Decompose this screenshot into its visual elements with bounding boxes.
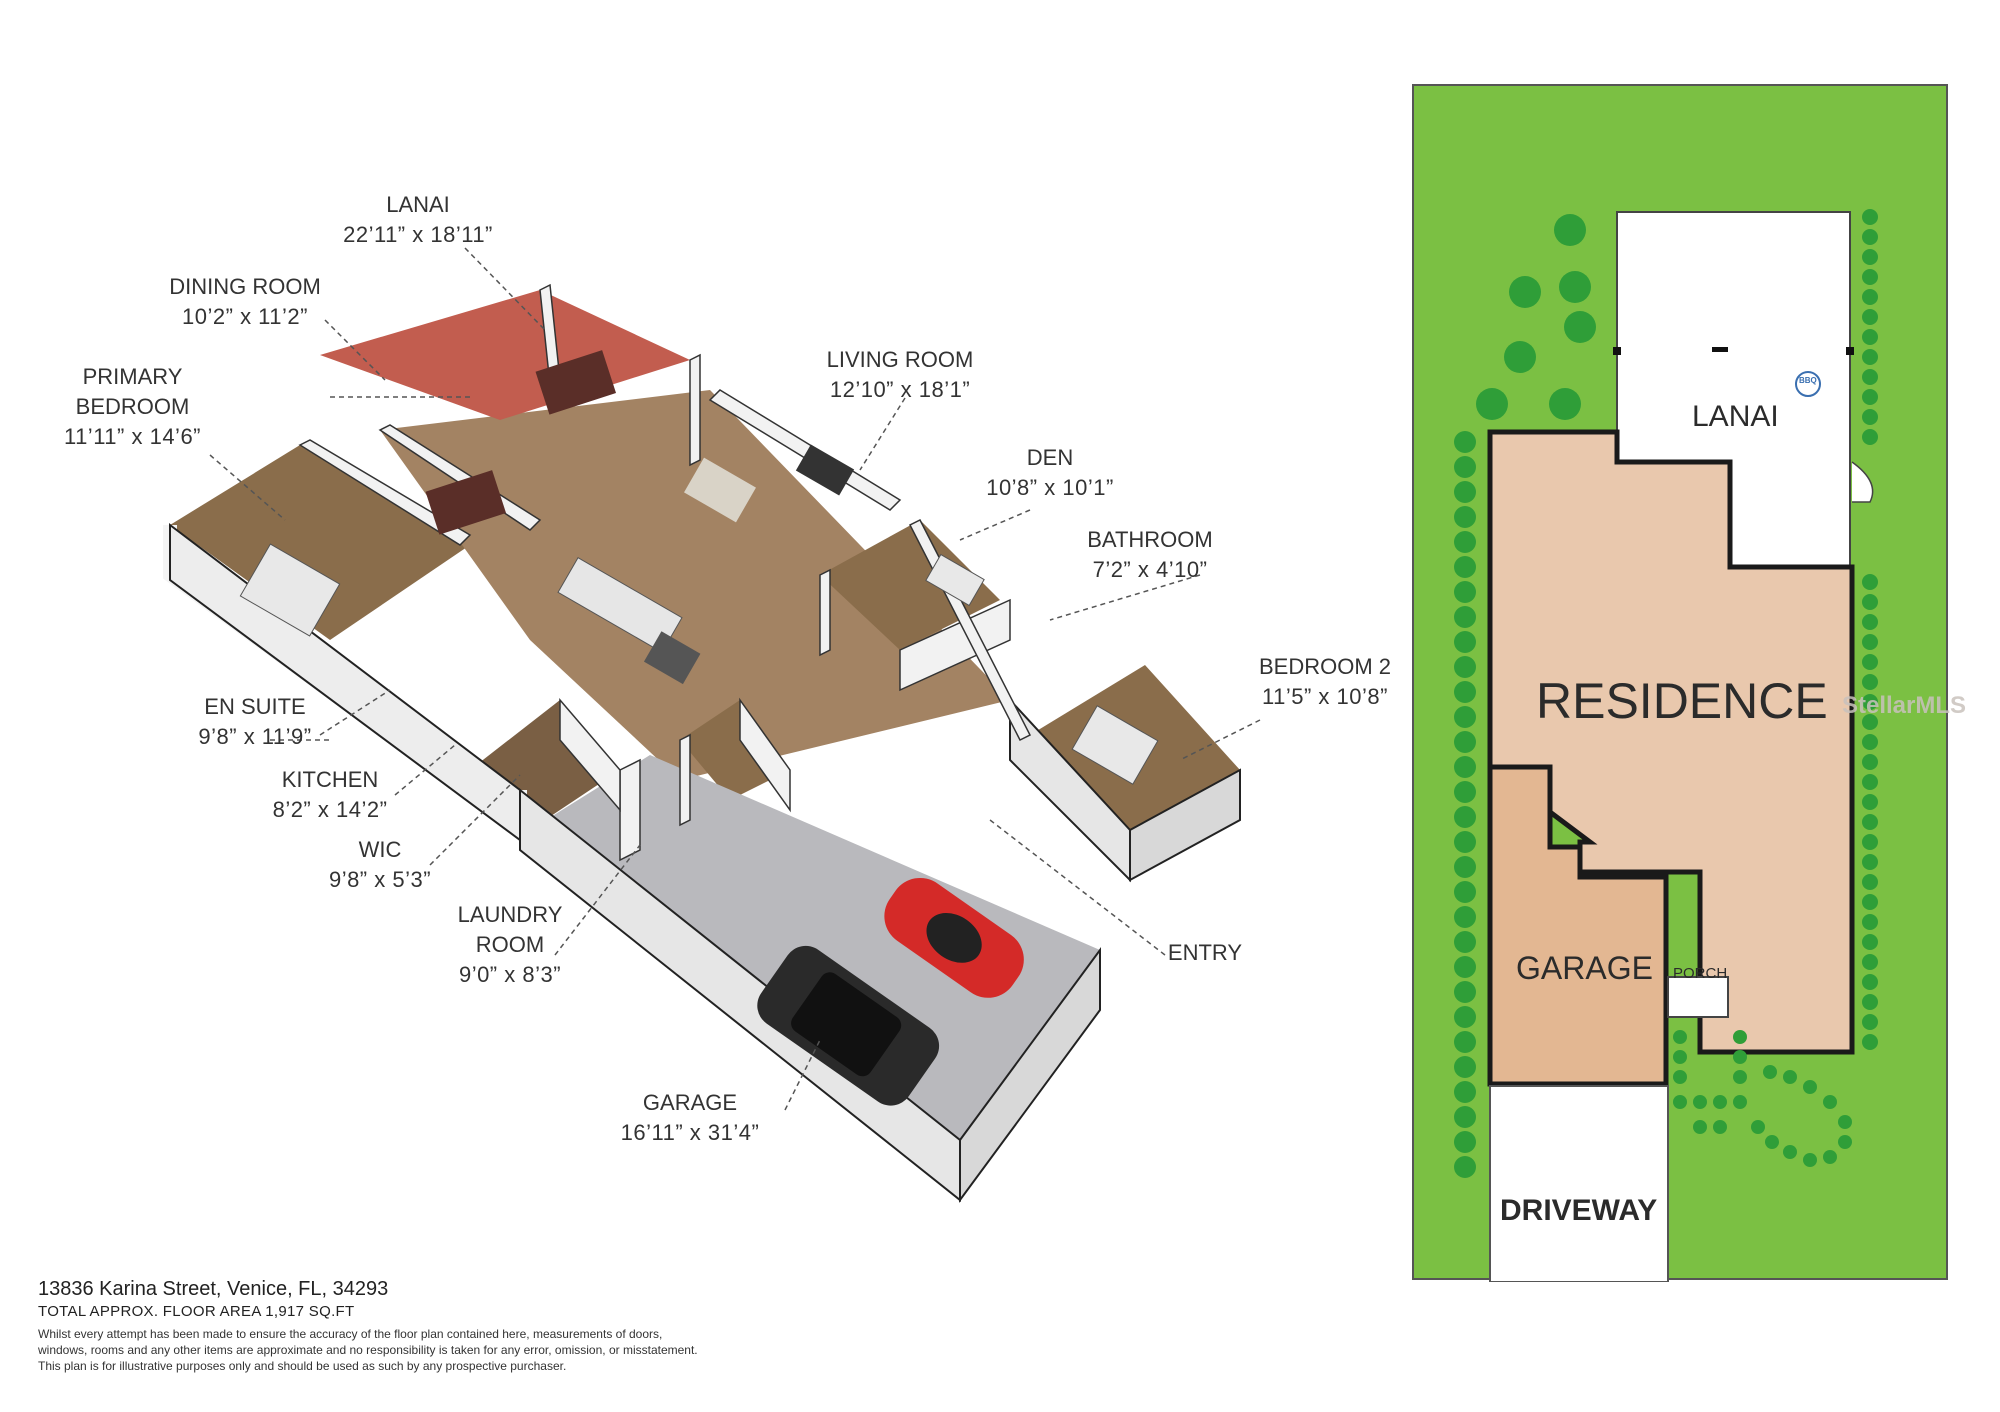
laundry-name-line2: ROOM xyxy=(475,932,545,957)
site-label-lanai: LANAI xyxy=(1692,400,1779,433)
kitchen-dim: 8’2” x 14’2” xyxy=(272,797,388,822)
den-floor xyxy=(820,520,1000,650)
disclaimer-line: windows, rooms and any other items are a… xyxy=(38,1343,698,1357)
site-plan xyxy=(1412,84,1948,1282)
label-leader-lines xyxy=(209,247,1261,1111)
label-ensuite: EN SUITE 9’8” x 11’9” xyxy=(180,692,330,752)
site-driveway xyxy=(1489,1085,1669,1282)
label-bathroom: BATHROOM 7’2” x 4’10” xyxy=(1060,525,1240,585)
label-kitchen: KITCHEN 8’2” x 14’2” xyxy=(260,765,400,825)
den-name: DEN xyxy=(1026,445,1074,470)
bedroom2-side-wall xyxy=(1129,768,1241,882)
garage-cars xyxy=(757,877,1024,1106)
primary-name-line2: BEDROOM xyxy=(75,394,190,419)
label-garage: GARAGE 16’11” x 31’4” xyxy=(600,1088,780,1148)
laundry-dim: 9’0” x 8’3” xyxy=(458,962,562,987)
label-laundry: LAUNDRY ROOM 9’0” x 8’3” xyxy=(435,900,585,990)
watermark: StellarMLS xyxy=(1842,692,1967,719)
ensuite-dim: 9’8” x 11’9” xyxy=(198,724,312,749)
tree-row xyxy=(1454,209,1878,1178)
garage-right-wall xyxy=(959,946,1101,1204)
disclaimer: Whilst every attempt has been made to en… xyxy=(38,1326,888,1374)
living-name: LIVING ROOM xyxy=(826,347,974,372)
label-living: LIVING ROOM 12’10” x 18’1” xyxy=(790,345,1010,405)
site-label-porch: PORCH xyxy=(1673,965,1728,982)
lanai-mark xyxy=(1613,347,1621,355)
floor-plan-structure xyxy=(163,283,1241,1204)
living-floor xyxy=(380,390,1010,780)
property-address: 13836 Karina Street, Venice, FL, 34293 xyxy=(38,1278,389,1300)
living-dim: 12’10” x 18’1” xyxy=(829,377,971,402)
isometric-floor-plan xyxy=(163,247,1261,1204)
primary-dim: 11’11” x 14’6” xyxy=(63,424,202,449)
garage-floor xyxy=(530,755,1100,1140)
red-convertible xyxy=(884,877,1024,998)
dining-dim: 10’2” x 11’2” xyxy=(182,304,308,329)
kitchen-name: KITCHEN xyxy=(281,767,379,792)
primary-name-line1: PRIMARY xyxy=(82,364,183,389)
site-label-garage: GARAGE xyxy=(1516,950,1653,986)
primary-wing-floor xyxy=(170,445,470,640)
lanai-name: LANAI xyxy=(386,192,450,217)
label-lanai: LANAI 22’11” x 18’11” xyxy=(298,190,538,250)
bathroom-dim: 7’2” x 4’10” xyxy=(1092,557,1208,582)
door-swing xyxy=(1851,461,1874,503)
site-garage xyxy=(1487,764,1669,1087)
furniture xyxy=(239,350,1159,785)
dining-name: DINING ROOM xyxy=(169,274,321,299)
bbq-icon xyxy=(1795,371,1821,397)
plan-footer: 13836 Karina Street, Venice, FL, 34293 T… xyxy=(38,1276,938,1374)
label-den: DEN 10’8” x 10’1” xyxy=(960,443,1140,503)
lanai-mark xyxy=(1846,347,1854,355)
laundry-floor xyxy=(680,700,790,800)
entry-name: ENTRY xyxy=(1167,940,1243,965)
black-suv xyxy=(757,945,940,1106)
site-residence xyxy=(1487,429,1855,1055)
wic-name: WIC xyxy=(358,837,402,862)
den-dim: 10’8” x 10’1” xyxy=(986,475,1114,500)
bedroom2-name: BEDROOM 2 xyxy=(1258,654,1392,679)
garage-dim: 16’11” x 31’4” xyxy=(620,1120,760,1145)
lanai-dim: 22’11” x 18’11” xyxy=(343,222,493,247)
label-wic: WIC 9’8” x 5’3” xyxy=(310,835,450,895)
label-dining: DINING ROOM 10’2” x 11’2” xyxy=(130,272,360,332)
site-label-residence: RESIDENCE xyxy=(1536,673,1828,729)
label-bedroom2: BEDROOM 2 11’5” x 10’8” xyxy=(1240,652,1410,712)
laundry-name-line1: LAUNDRY xyxy=(457,902,563,927)
interior-walls xyxy=(298,283,1032,862)
disclaimer-line: This plan is for illustrative purposes o… xyxy=(38,1359,567,1373)
bedroom2-dim: 11’5” x 10’8” xyxy=(1262,684,1388,709)
label-entry: ENTRY xyxy=(1160,938,1250,968)
bathroom-name: BATHROOM xyxy=(1087,527,1213,552)
label-primary-bedroom: PRIMARY BEDROOM 11’11” x 14’6” xyxy=(40,362,225,452)
ensuite-name: EN SUITE xyxy=(204,694,306,719)
wic-dim: 9’8” x 5’3” xyxy=(328,867,432,892)
garage-name: GARAGE xyxy=(642,1090,738,1115)
disclaimer-line: Whilst every attempt has been made to en… xyxy=(38,1327,663,1341)
site-label-bbq: BBQ xyxy=(1799,376,1817,385)
site-porch xyxy=(1667,976,1729,1018)
lanai-mark xyxy=(1712,347,1728,352)
site-label-driveway: DRIVEWAY xyxy=(1500,1194,1658,1227)
total-floor-area: TOTAL APPROX. FLOOR AREA 1,917 SQ.FT xyxy=(38,1303,355,1320)
